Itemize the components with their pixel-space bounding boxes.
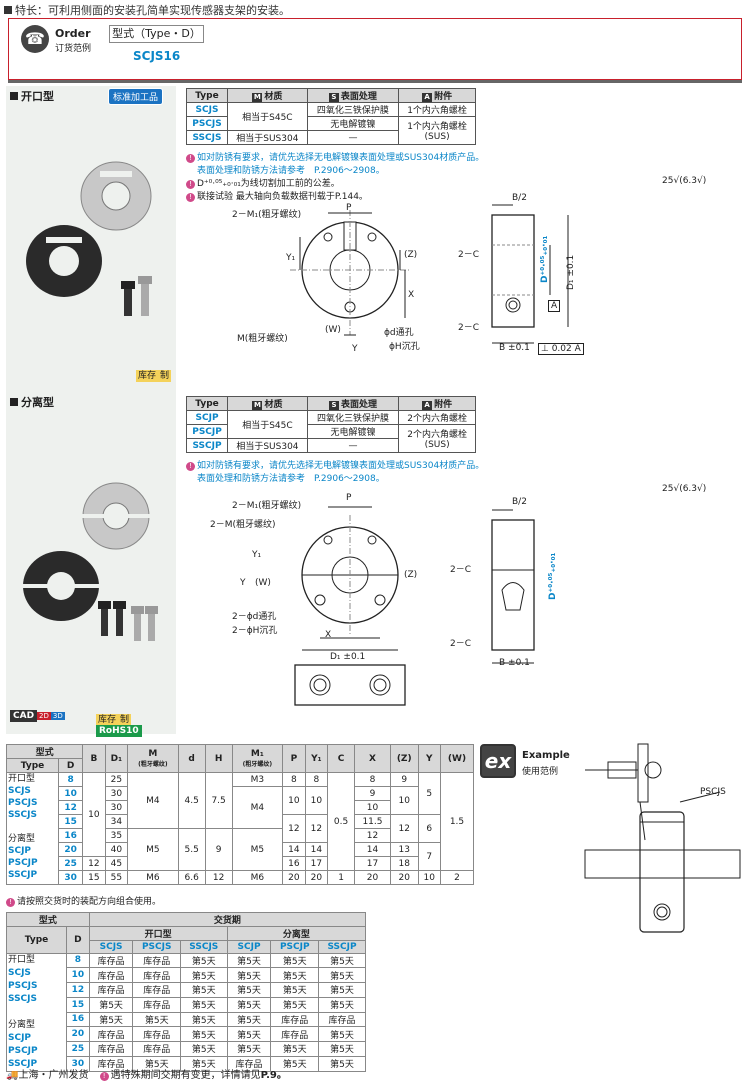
split-label-c1: 2－C	[450, 565, 472, 575]
split-label-m: 2－M(粗牙螺纹)	[210, 520, 276, 530]
open-label-m1: 2－M₁(粗牙螺纹)	[232, 210, 302, 220]
open-label-p: P	[346, 203, 352, 213]
split-label-w: (W)	[255, 578, 271, 588]
divider	[8, 80, 742, 83]
split-label-b: B ±0.1	[499, 658, 530, 668]
open-label-perp: ⊥ 0.02 A	[538, 343, 584, 355]
example-cn: 使用范例	[522, 767, 559, 777]
roughness-mark-2: 25√(6.3√)	[662, 484, 707, 494]
split-label-d: 2－ϕd通孔	[232, 612, 277, 622]
example-en: Example	[522, 750, 570, 761]
open-label-h: ϕH沉孔	[389, 342, 420, 352]
assembly-note: !请按照交货时的装配方向组合使用。	[6, 894, 161, 907]
open-label-d1: D₁ ±0.1	[566, 254, 576, 290]
open-label-b: B ±0.1	[499, 343, 530, 353]
open-label-x: X	[408, 290, 415, 300]
order-code: SCJS16	[133, 49, 181, 63]
split-label-dtol: D⁺⁰·⁰⁵₊₀·₀₁	[548, 552, 558, 600]
split-type-drawing	[294, 506, 535, 706]
open-label-z: (Z)	[404, 250, 418, 260]
open-type-title: 开口型	[10, 88, 54, 104]
open-label-a: A	[548, 300, 561, 312]
split-label-z: (Z)	[404, 570, 418, 580]
split-label-m1: 2－M₁(粗牙螺纹)	[232, 501, 302, 511]
order-example-box: ☎ Order 订货范例 型式（Type・D） SCJS16	[8, 18, 742, 80]
truck-icon: 🚚	[6, 1070, 19, 1081]
open-notes: !如对防锈有要求，请优先选择无电解镀镍表面处理或SUS304材质产品。 表面处理…	[186, 150, 516, 202]
split-label-p: P	[346, 493, 352, 503]
split-label-h: 2－ϕH沉孔	[232, 626, 278, 636]
order-example-label: 订货范例	[55, 44, 92, 54]
open-type-drawing	[290, 204, 569, 344]
split-type-title: 分离型	[10, 394, 54, 410]
feature-note: 特长：可利用侧面的安装孔简单实现传感器支架的安装。	[4, 2, 290, 18]
footer: 🚚上海・广州发货 !遇特殊期间交期有变更，详情请见P.9。	[6, 1070, 287, 1081]
split-label-y: Y	[240, 578, 246, 588]
roughness-mark: 25√(6.3√)	[662, 176, 707, 186]
open-label-w: (W)	[325, 325, 341, 335]
split-label-x: X	[325, 630, 332, 640]
phone-icon: ☎	[21, 25, 49, 53]
split-label-y1: Y₁	[252, 550, 262, 560]
dimension-table: 型式 B D₁ M(粗牙螺纹) d H M₁(粗牙螺纹) P Y₁ C X (Z…	[5, 744, 474, 885]
example-label: PSCJS	[700, 787, 726, 797]
split-label-b2: B/2	[512, 497, 527, 507]
split-notes: !如对防锈有要求，请优先选择无电解镀镍表面处理或SUS304材质产品。 表面处理…	[186, 458, 516, 484]
example-badge: ex	[480, 744, 516, 778]
stock-rohs-tags: 库存制RoHS10	[96, 712, 176, 737]
standard-badge: 标准加工品	[108, 88, 164, 105]
open-label-y1: Y₁	[286, 253, 296, 263]
open-label-c1: 2－C	[458, 250, 480, 260]
split-collar-photo	[21, 482, 158, 641]
open-label-dtol: D⁺⁰·⁰⁵₊₀·₀₁	[540, 235, 550, 283]
open-label-d: ϕd通孔	[384, 328, 414, 338]
stock-tags: 库存制	[136, 370, 172, 382]
split-label-c2: 2－C	[450, 639, 472, 649]
order-label: Order	[55, 27, 91, 40]
open-collar-photo	[26, 161, 152, 316]
split-label-d1: D₁ ±0.1	[330, 652, 366, 662]
open-label-b2: B/2	[512, 193, 527, 203]
usage-example-drawing	[584, 743, 741, 933]
order-type-header: 型式（Type・D）	[109, 25, 204, 43]
open-label-c2: 2－C	[458, 323, 480, 333]
open-label-y: Y	[352, 344, 358, 354]
open-label-m: M(粗牙螺纹)	[237, 334, 288, 344]
